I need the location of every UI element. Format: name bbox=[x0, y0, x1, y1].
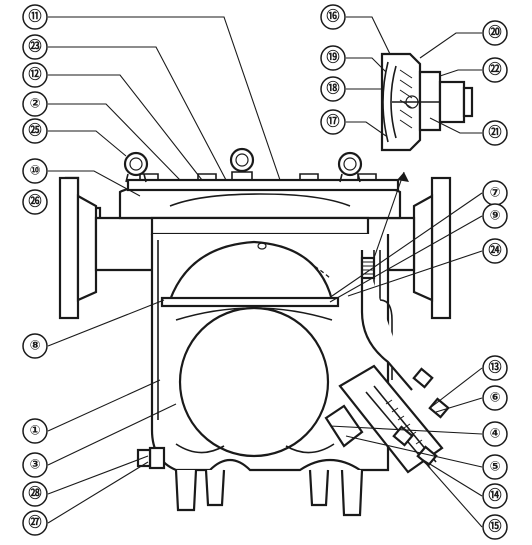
lifting-eye-left bbox=[123, 151, 149, 183]
svg-text:①: ① bbox=[29, 424, 40, 439]
svg-text:⑨: ⑨ bbox=[489, 209, 500, 224]
callout-11: ⑪ bbox=[22, 4, 48, 30]
callout-6: ⑥ bbox=[482, 385, 508, 411]
svg-text:④: ④ bbox=[489, 427, 500, 442]
leader-lines bbox=[47, 16, 483, 528]
callout-26: ㉖ bbox=[22, 189, 48, 215]
svg-text:㉕: ㉕ bbox=[28, 123, 41, 139]
svg-text:⑳: ⑳ bbox=[488, 25, 501, 41]
svg-text:㉓: ㉓ bbox=[28, 39, 41, 55]
svg-text:⑫: ⑫ bbox=[28, 67, 41, 83]
svg-text:⑤: ⑤ bbox=[489, 460, 500, 475]
callout-21: ㉑ bbox=[482, 120, 508, 146]
lifting-eye-right bbox=[337, 151, 363, 183]
svg-text:⑦: ⑦ bbox=[489, 186, 500, 201]
callout-10: ⑩ bbox=[22, 158, 48, 184]
svg-text:⑥: ⑥ bbox=[489, 391, 500, 406]
svg-text:⑲: ⑲ bbox=[326, 50, 339, 66]
callout-19: ⑲ bbox=[320, 45, 346, 71]
callout-7: ⑦ bbox=[482, 180, 508, 206]
callout-12: ⑫ bbox=[22, 62, 48, 88]
callout-3: ③ bbox=[22, 452, 48, 478]
svg-text:㉖: ㉖ bbox=[28, 194, 41, 210]
svg-text:②: ② bbox=[29, 97, 40, 112]
callout-18: ⑱ bbox=[320, 76, 346, 102]
svg-text:⑯: ⑯ bbox=[326, 9, 339, 25]
svg-text:㉑: ㉑ bbox=[488, 125, 501, 141]
callout-2: ② bbox=[22, 91, 48, 117]
callout-1: ① bbox=[22, 418, 48, 444]
svg-text:⑮: ⑮ bbox=[488, 519, 501, 535]
callout-27: ㉗ bbox=[22, 510, 48, 536]
callout-13: ⑬ bbox=[482, 355, 508, 381]
svg-text:㉘: ㉘ bbox=[28, 486, 41, 502]
svg-text:⑪: ⑪ bbox=[28, 9, 41, 25]
svg-text:⑩: ⑩ bbox=[29, 164, 40, 179]
float-ball bbox=[178, 306, 330, 458]
callout-16: ⑯ bbox=[320, 4, 346, 30]
callout-9: ⑨ bbox=[482, 203, 508, 229]
svg-text:⑭: ⑭ bbox=[488, 488, 501, 504]
svg-text:㉗: ㉗ bbox=[28, 515, 41, 531]
callout-25: ㉕ bbox=[22, 118, 48, 144]
callout-5: ⑤ bbox=[482, 454, 508, 480]
callout-24: ㉔ bbox=[482, 238, 508, 264]
callout-22: ㉒ bbox=[482, 57, 508, 83]
svg-text:⑱: ⑱ bbox=[326, 81, 339, 97]
callout-14: ⑭ bbox=[482, 483, 508, 509]
svg-text:⑧: ⑧ bbox=[29, 339, 40, 354]
lifting-eye-center bbox=[229, 147, 255, 173]
svg-text:⑰: ⑰ bbox=[326, 114, 339, 130]
callout-28: ㉘ bbox=[22, 481, 48, 507]
detail-valve-assembly bbox=[380, 52, 474, 152]
callout-4: ④ bbox=[482, 421, 508, 447]
callout-15: ⑮ bbox=[482, 514, 508, 540]
callout-17: ⑰ bbox=[320, 109, 346, 135]
svg-text:⑬: ⑬ bbox=[488, 360, 501, 376]
svg-text:㉔: ㉔ bbox=[488, 243, 501, 259]
callout-8: ⑧ bbox=[22, 333, 48, 359]
callout-23: ㉓ bbox=[22, 34, 48, 60]
callout-20: ⑳ bbox=[482, 20, 508, 46]
strainer-cap-assembly bbox=[338, 364, 450, 474]
trap-body bbox=[58, 147, 452, 517]
svg-text:㉒: ㉒ bbox=[488, 62, 501, 78]
svg-text:③: ③ bbox=[29, 458, 40, 473]
